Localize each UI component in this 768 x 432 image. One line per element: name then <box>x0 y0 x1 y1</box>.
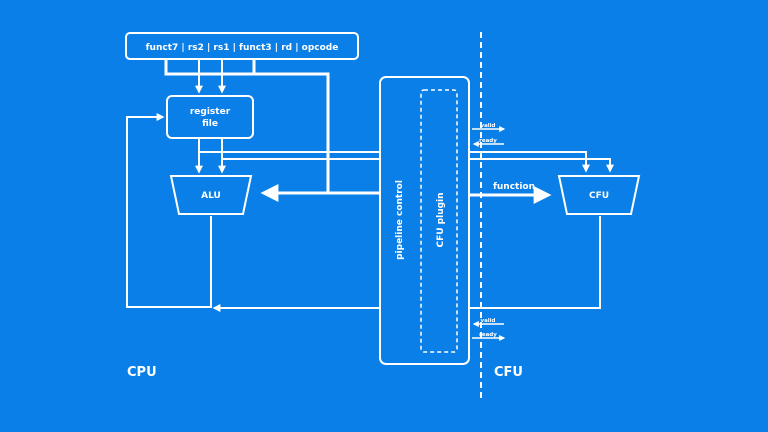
valid-top-label: valid <box>480 123 495 129</box>
cfu-plugin-block <box>420 89 458 353</box>
cfu-block-label: CFU <box>589 191 609 201</box>
alu-label: ALU <box>201 191 221 201</box>
pipeline-control-label: pipeline control <box>395 180 405 260</box>
cpu-region-label: CPU <box>127 365 157 380</box>
instruction-to-bus-wire <box>164 59 330 193</box>
cfu-block <box>557 175 641 215</box>
instruction-bar <box>125 32 359 60</box>
ready-bottom-label: ready <box>479 332 497 338</box>
cfu-result-return-arrow <box>212 216 601 312</box>
alu-block <box>169 175 253 215</box>
function-label: function <box>493 182 535 192</box>
pipeline-control-block <box>379 76 470 365</box>
register-file-label-line1: register <box>190 107 231 117</box>
cfu-region-label: CFU <box>494 365 523 380</box>
valid-bottom-label: valid <box>480 318 495 324</box>
register-file-block <box>166 95 254 139</box>
instruction-fields-label: funct7 | rs2 | rs1 | funct3 | rd | opcod… <box>146 43 339 53</box>
ready-top-label: ready <box>479 138 497 144</box>
operand-bus-b-to-cfu <box>222 158 614 173</box>
alu-writeback-loop <box>126 113 212 308</box>
operand-bus-a-to-cfu <box>199 151 590 173</box>
register-file-label-line2: file <box>202 119 218 129</box>
cfu-plugin-label: CFU plugin <box>436 192 446 247</box>
